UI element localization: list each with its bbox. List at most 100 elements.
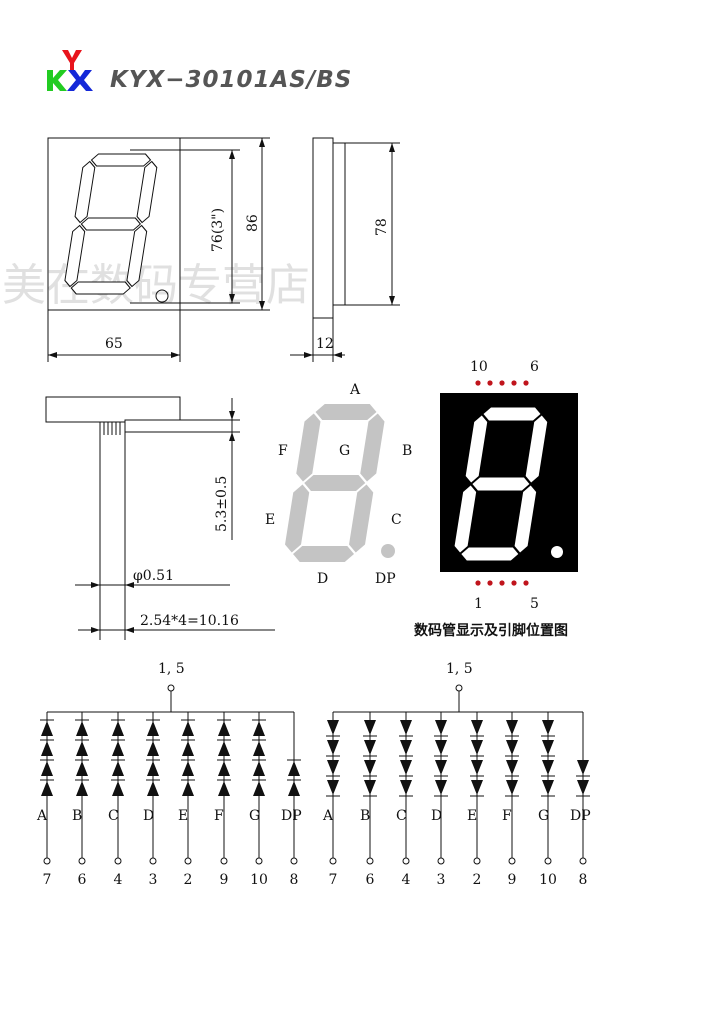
segment-label: F [214,808,224,824]
common-pin-label: 1, 5 [446,661,473,677]
digit-height-label: 76(3") [210,208,226,252]
diode-icon [327,760,339,775]
pin-number: 4 [402,872,411,888]
diode-icon [435,780,447,795]
dp-segment [381,544,395,558]
segment-c [349,484,374,553]
segment-label-b: B [402,443,412,459]
diode-icon [364,760,376,775]
common-pin-terminal [455,684,463,692]
segment-a [315,404,377,420]
segment-e [64,224,86,288]
segment-f [296,413,321,482]
segment-label-c: C [391,512,402,528]
segment-a [90,153,152,167]
diode-icon [327,740,339,755]
segment-label-g: G [339,443,350,459]
segment-led-chain: F9 [214,712,231,888]
segment-led-chain: A7 [322,712,340,888]
segment-label: DP [570,808,591,824]
diode-icon [471,760,483,775]
pin-number: 8 [290,872,299,888]
segment-e [285,484,310,553]
common-pin-label: 1, 5 [158,661,185,677]
segment-label: A [36,808,48,824]
segment-c [514,485,537,553]
diode-icon [400,720,412,735]
segment-led-chain: DP 8 [281,712,302,888]
diode-icon [112,741,124,756]
segment-g [80,217,142,231]
segment-led-chain: B6 [360,712,377,888]
segment-label: B [360,808,370,824]
pin-dot [499,580,505,586]
pin-diameter-label: φ0.51 [133,568,174,584]
side-view: 78 12 [290,137,400,362]
depth-label: 12 [316,336,334,352]
segment-label: C [108,808,119,824]
diode-icon [364,740,376,755]
diode-icon [218,781,230,796]
segment-d [461,547,519,561]
pin-terminal [255,857,263,865]
segment-diagram: A F G B E C D DP [265,382,412,587]
segment-e [454,485,477,553]
pin-number: 2 [184,872,193,888]
common-pin-terminal [167,684,175,692]
segment-g [472,477,530,491]
diode-icon [506,780,518,795]
segment-led-chain: G10 [538,712,557,888]
segment-label: G [249,808,260,824]
segment-label-e: E [265,512,275,528]
pin-label-5: 5 [530,596,539,612]
diode-icon [182,761,194,776]
segment-label: A [322,808,334,824]
diode-icon [147,761,159,776]
segment-label: B [72,808,82,824]
pin-label-1: 1 [474,596,483,612]
side-height-label: 78 [374,218,390,236]
pin-number: 7 [329,872,338,888]
pin-dot [511,380,517,386]
pin-number: 3 [149,872,158,888]
pin-number: 3 [437,872,446,888]
diode-icon [506,720,518,735]
diode-icon [288,781,300,796]
diode-icon [41,781,53,796]
segment-label: F [502,808,512,824]
segment-b [136,160,158,224]
diode-icon [41,721,53,736]
pin-dot [523,380,529,386]
pin-terminal [473,857,481,865]
pin-number: 6 [366,872,375,888]
segment-a [483,407,541,421]
diode-icon [147,741,159,756]
segment-label-f: F [278,443,288,459]
diode-icon [327,780,339,795]
diode-icon [218,761,230,776]
kyx-logo [47,50,93,91]
pin-dot [523,580,529,586]
width-label: 65 [105,336,123,352]
diode-icon [506,760,518,775]
segment-label: C [396,808,407,824]
diode-icon [542,760,554,775]
segment-led-chain: C4 [396,712,413,888]
diode-icon [182,741,194,756]
pin-dot [511,580,517,586]
segment-b [360,413,385,482]
pin-number: 10 [539,872,557,888]
segment-label-d: D [317,571,328,587]
segment-led-chain: B6 [72,712,89,888]
diode-icon [253,721,265,736]
pin-terminal [220,857,228,865]
segment-label-dp: DP [375,571,396,587]
diode-icon [253,781,265,796]
pin-terminal [508,857,516,865]
pin-terminal [43,857,51,865]
pin-dot [499,380,505,386]
pin-label-10: 10 [470,359,488,375]
diode-icon [471,740,483,755]
segment-label: DP [281,808,302,824]
